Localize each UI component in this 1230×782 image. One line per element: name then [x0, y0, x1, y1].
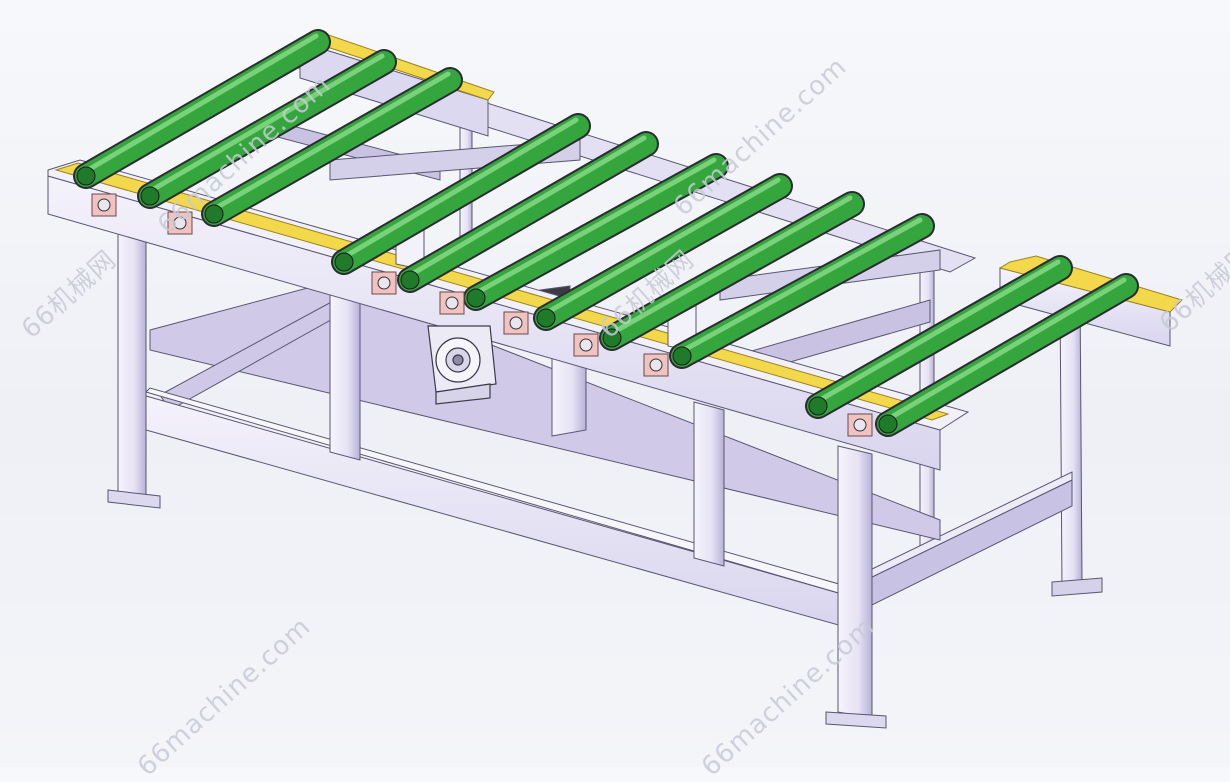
- roller-highlight: [681, 217, 923, 353]
- bearing-hub: [649, 358, 663, 372]
- roller: [877, 275, 1137, 435]
- bearing-hub: [173, 216, 187, 230]
- roller: [807, 257, 1071, 417]
- roller-highlight: [409, 135, 647, 277]
- bracket-group: [91, 193, 873, 437]
- roller-end-cap: [204, 204, 224, 224]
- roller-end-cap: [672, 346, 692, 366]
- roller-end-cap: [76, 166, 96, 186]
- roller: [601, 193, 863, 349]
- roller-group: [73, 29, 1139, 437]
- roller: [75, 31, 329, 187]
- roller: [535, 175, 791, 329]
- bearing-hub: [377, 276, 391, 290]
- roller-highlight: [545, 177, 781, 315]
- roller-highlight: [475, 157, 717, 295]
- gear-motor: [427, 325, 497, 405]
- roller-highlight: [611, 195, 853, 335]
- roller-end-cap: [466, 288, 486, 308]
- bearing-hub: [445, 296, 459, 310]
- bearing-hub: [853, 418, 867, 432]
- roller: [399, 133, 657, 291]
- roller: [203, 69, 461, 225]
- roller: [139, 51, 395, 207]
- roller-end-cap: [536, 308, 556, 328]
- roller-end-cap: [400, 270, 420, 290]
- roller-end-cap: [878, 414, 898, 434]
- roller-highlight: [149, 53, 385, 193]
- roller-highlight: [817, 259, 1061, 403]
- roller-end-cap: [140, 186, 160, 206]
- bearing-hub: [97, 198, 111, 212]
- front-frame: [107, 207, 887, 729]
- roller-highlight: [213, 71, 451, 211]
- roller-highlight: [85, 33, 319, 173]
- bearing-hub: [579, 338, 593, 352]
- roller: [333, 115, 589, 273]
- roller-end-cap: [334, 252, 354, 272]
- roller-highlight: [887, 277, 1127, 421]
- roller: [671, 215, 933, 367]
- roller: [465, 155, 727, 309]
- bearing-hub: [509, 316, 523, 330]
- roller-end-cap: [808, 396, 828, 416]
- roller-end-cap: [602, 328, 622, 348]
- roller-highlight: [343, 117, 579, 259]
